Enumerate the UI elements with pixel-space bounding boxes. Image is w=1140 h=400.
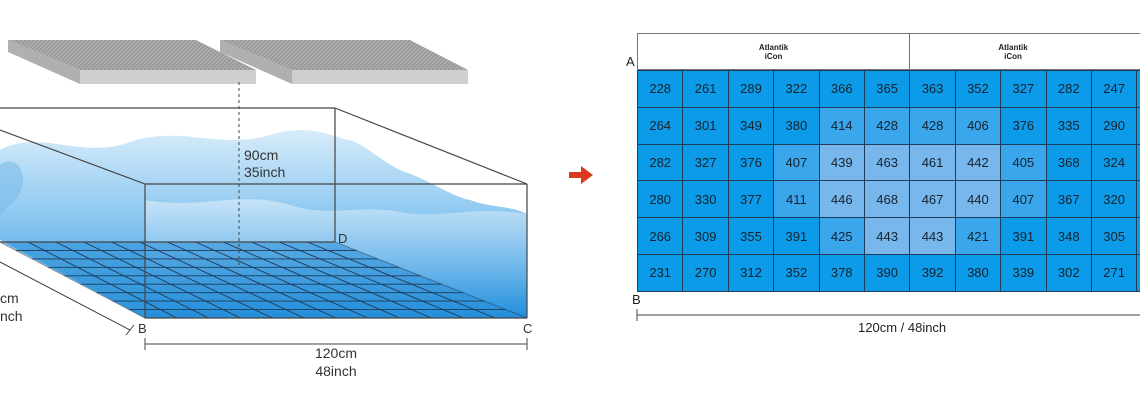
par-cell — [1136, 70, 1140, 108]
width-dimension — [144, 338, 528, 350]
par-cell: 271 — [1090, 253, 1138, 292]
par-cell: 446 — [818, 180, 865, 219]
par-cell: 405 — [1000, 143, 1047, 182]
par-cell: 327 — [682, 143, 729, 182]
par-cell: 463 — [863, 143, 911, 182]
par-cell: 425 — [818, 217, 865, 255]
par-cell: 378 — [818, 253, 865, 292]
par-cell: 282 — [1045, 70, 1092, 108]
par-cell: 365 — [863, 70, 911, 108]
par-cell: 320 — [1090, 180, 1138, 219]
par-cell: 339 — [1000, 253, 1047, 292]
par-cell: 247 — [1090, 70, 1138, 108]
par-cell: 376 — [727, 143, 775, 182]
par-cell: 414 — [818, 106, 865, 145]
lamp-model: iCon — [764, 51, 783, 61]
depth-cm-label: cm — [0, 290, 19, 306]
par-cell: 228 — [637, 70, 684, 108]
corner-d-label: D — [338, 231, 347, 246]
depth-in-label: nch — [0, 308, 23, 324]
par-cell — [1136, 106, 1140, 145]
corner-c-label: C — [523, 321, 532, 336]
par-cell: 376 — [1000, 106, 1047, 145]
par-cell: 367 — [1045, 180, 1092, 219]
par-cell: 302 — [1045, 253, 1092, 292]
par-cell — [1136, 143, 1140, 182]
par-cell: 407 — [773, 143, 820, 182]
width-label: 120cm / 48inch — [858, 320, 947, 335]
width-in-label: 48inch — [315, 363, 356, 379]
depth-dimension — [0, 261, 135, 336]
par-cell: 352 — [954, 70, 1002, 108]
par-cell: 366 — [818, 70, 865, 108]
par-cell: 392 — [909, 253, 956, 292]
par-cell — [1136, 253, 1140, 292]
par-cell — [1136, 180, 1140, 219]
height-cm-label: 90cm — [244, 147, 278, 163]
par-cell: 390 — [863, 253, 911, 292]
lamp-model: iCon — [1004, 51, 1022, 61]
lamp-brand: Atlantik — [758, 42, 789, 52]
par-cell: 305 — [1090, 217, 1138, 255]
par-cell: 289 — [727, 70, 775, 108]
par-cell: 443 — [909, 217, 956, 255]
par-cell: 301 — [682, 106, 729, 145]
par-cell: 428 — [909, 106, 956, 145]
lamp-unit-left — [8, 40, 256, 84]
lamp-brand: Atlantik — [998, 42, 1028, 52]
par-cell: 380 — [954, 253, 1002, 292]
par-cell: 266 — [637, 217, 684, 255]
par-cell: 377 — [727, 180, 775, 219]
par-cell: 335 — [1045, 106, 1092, 145]
par-cell: 261 — [682, 70, 729, 108]
par-cell: 309 — [682, 217, 729, 255]
par-cell — [1136, 217, 1140, 255]
lamp-unit-right — [220, 40, 468, 84]
par-cell: 282 — [637, 143, 684, 182]
height-in-label: 35inch — [244, 164, 285, 180]
par-cell: 461 — [909, 143, 956, 182]
par-cell: 264 — [637, 106, 684, 145]
par-cell: 355 — [727, 217, 775, 255]
par-cell: 312 — [727, 253, 775, 292]
par-cell: 270 — [682, 253, 729, 292]
par-cell: 411 — [773, 180, 820, 219]
par-cell: 428 — [863, 106, 911, 145]
width-dimension — [636, 309, 1140, 321]
par-cell: 442 — [954, 143, 1002, 182]
par-cell: 349 — [727, 106, 775, 145]
par-cell: 391 — [773, 217, 820, 255]
par-cell: 368 — [1045, 143, 1092, 182]
par-cell: 380 — [773, 106, 820, 145]
par-cell: 327 — [1000, 70, 1047, 108]
par-cell: 348 — [1045, 217, 1092, 255]
par-cell: 467 — [909, 180, 956, 219]
par-cell: 330 — [682, 180, 729, 219]
width-cm-label: 120cm — [315, 345, 357, 361]
par-cell: 280 — [637, 180, 684, 219]
par-cell: 290 — [1090, 106, 1138, 145]
par-cell: 231 — [637, 253, 684, 292]
par-cell: 468 — [863, 180, 911, 219]
par-cell: 407 — [1000, 180, 1047, 219]
tank-frame — [0, 107, 528, 319]
par-cell: 322 — [773, 70, 820, 108]
par-cell: 443 — [863, 217, 911, 255]
par-cell: 421 — [954, 217, 1002, 255]
par-cell: 352 — [773, 253, 820, 292]
par-cell: 324 — [1090, 143, 1138, 182]
corner-a-label: A — [626, 54, 635, 69]
right-arrow-icon — [569, 166, 593, 184]
par-cell: 439 — [818, 143, 865, 182]
par-cell: 440 — [954, 180, 1002, 219]
aquarium-illustration: 90cm 35inch D B C 120cm 48inch cm nch — [0, 40, 532, 379]
corner-b-label: B — [138, 321, 147, 336]
par-cell: 363 — [909, 70, 956, 108]
par-cell: 406 — [954, 106, 1002, 145]
par-cell: 391 — [1000, 217, 1047, 255]
corner-b-label: B — [632, 292, 641, 307]
